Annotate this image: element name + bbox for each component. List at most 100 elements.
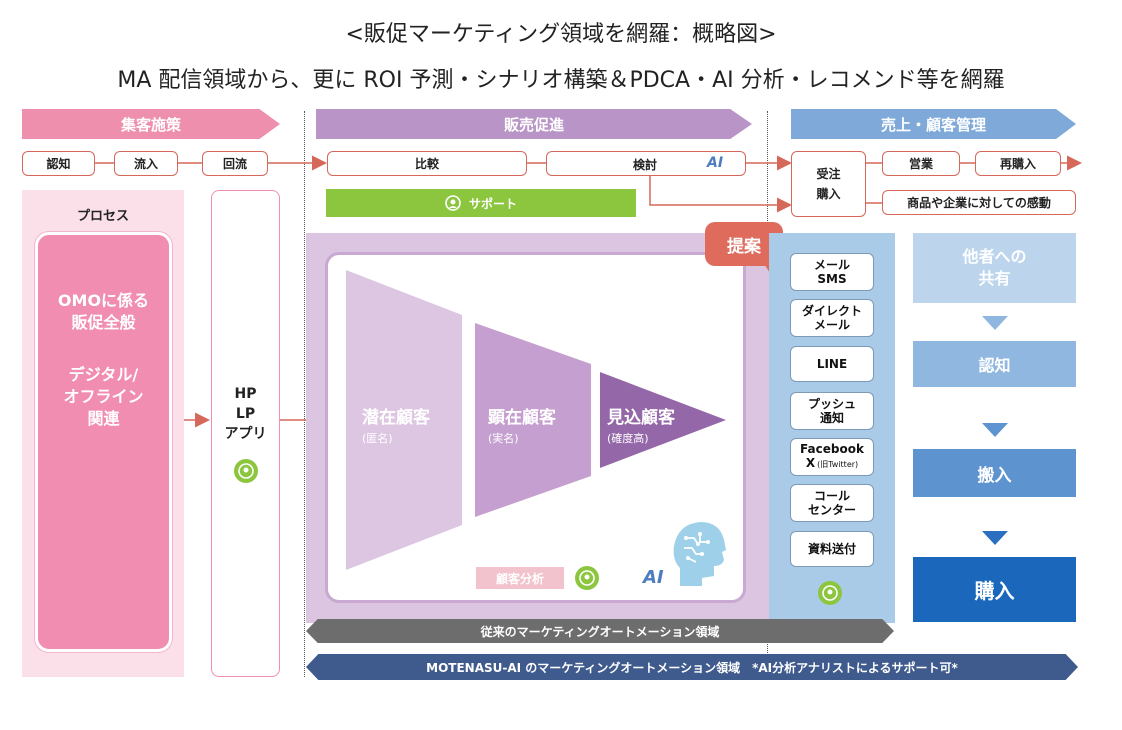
phase-acquisition-banner: 集客施策 — [22, 109, 280, 139]
web-column: HP LP アプリ — [211, 190, 280, 677]
share-inflow-label: 搬入 — [977, 465, 1012, 486]
flow-inflow-label: 流入 — [133, 157, 158, 171]
web-support-icon — [233, 458, 258, 483]
funnel-stage-prospect-text: 見込顧客 (確度高) — [607, 403, 675, 446]
share-awareness-box: 認知 — [913, 341, 1076, 387]
separator-line-left — [304, 111, 305, 677]
flow-circulation: 回流 — [202, 151, 268, 176]
flow-order-line2: 購入 — [816, 187, 841, 201]
channel-item: プッシュ通知 — [790, 392, 874, 430]
channel-item-line1: LINE — [816, 357, 848, 371]
channel-item: LINE — [790, 346, 874, 382]
channel-item-line2: センター — [808, 503, 856, 517]
share-line2: 共有 — [978, 269, 1011, 288]
process-omo-line1: OMOに係る — [57, 291, 150, 310]
traditional-ma-bar: 従来のマーケティングオートメーション領域 — [306, 619, 894, 643]
process-digital-line2: オフライン — [63, 387, 144, 406]
channel-item: コールセンター — [790, 484, 874, 522]
channel-item-line1: メール — [813, 258, 850, 272]
channel-item: ダイレクトメール — [790, 299, 874, 337]
flow-repurchase: 再購入 — [975, 151, 1061, 176]
channel-item-line2-note: (旧Twitter) — [817, 460, 859, 469]
arrow-consider-order-lower — [649, 176, 792, 213]
flow-sales: 営業 — [882, 151, 960, 176]
phase-sales-label: 売上・顧客管理 — [880, 115, 986, 134]
flow-compare: 比較 — [327, 151, 527, 176]
funnel-stage-explicit-text: 顕在顧客 (実名) — [488, 403, 556, 446]
funnel-stage-latent — [346, 270, 462, 570]
funnel-stage-prospect-name: 見込顧客 — [607, 408, 675, 428]
funnel-stage-latent-name: 潜在顧客 — [362, 408, 430, 428]
channel-item-line2: 通知 — [820, 411, 844, 425]
share-arrow-3 — [982, 531, 1008, 545]
share-purchase-box: 購入 — [913, 557, 1076, 622]
flow-compare-label: 比較 — [414, 157, 439, 171]
share-awareness-label: 認知 — [978, 356, 1011, 375]
customer-analysis-tag: 顧客分析 — [476, 567, 564, 589]
proposal-label: 提案 — [727, 236, 761, 257]
phase-promotion-banner: 販売促進 — [316, 109, 752, 139]
flow-consider-label: 検討 — [633, 158, 658, 172]
flow-awareness: 認知 — [22, 151, 95, 176]
share-line1: 他者への — [962, 247, 1027, 266]
flow-sales-label: 営業 — [908, 157, 933, 171]
share-box: 他者への 共有 — [913, 233, 1076, 303]
customer-analysis-label: 顧客分析 — [495, 571, 544, 586]
motenasu-ma-label: MOTENASU-AI のマーケティングオートメーション領域 *AI分析アナリス… — [426, 660, 958, 675]
channel-item-line1: Facebook — [800, 442, 864, 456]
funnel-stage-prospect — [600, 372, 726, 468]
channel-item-line1: コール — [813, 489, 850, 503]
share-arrow-1 — [982, 316, 1008, 330]
channel-item-line2: SMS — [817, 272, 846, 286]
process-omo-line2: 販促全般 — [71, 313, 136, 332]
process-digital-line1: デジタル/ — [68, 365, 139, 384]
funnel-ai-label: AI — [643, 567, 664, 588]
funnel-stage-latent-text: 潜在顧客 (匿名) — [362, 403, 430, 446]
phase-sales-banner: 売上・顧客管理 — [791, 109, 1076, 139]
funnel-stage-prospect-sub: (確度高) — [607, 432, 649, 445]
funnel-stage-explicit-sub: (実名) — [488, 432, 519, 445]
channel-item-line2-main: 通知 — [819, 411, 844, 425]
flow-emotion-label: 商品や企業に対しての感動 — [907, 196, 1051, 210]
share-arrow-2 — [982, 423, 1008, 437]
flow-inflow: 流入 — [114, 151, 178, 176]
share-purchase-label: 購入 — [974, 579, 1015, 603]
channel-item-line2-main: X — [805, 456, 816, 470]
web-hp-label: HP — [234, 385, 257, 402]
flow-order-line1: 受注 — [816, 167, 841, 181]
flow-awareness-label: 認知 — [46, 157, 71, 171]
diagram-subtitle: MA 配信領域から、更に ROI 予測・シナリオ構築＆PDCA・AI 分析・レコ… — [117, 68, 1005, 93]
process-header: プロセス — [76, 209, 129, 224]
support-icon — [445, 195, 461, 211]
web-app-label: アプリ — [224, 425, 267, 442]
web-lp-label: LP — [235, 405, 256, 422]
channel-item-line1: プッシュ — [807, 397, 856, 411]
channel-item: 資料送付 — [790, 531, 874, 567]
process-card: OMOに係る 販促全般 デジタル/ オフライン 関連 — [35, 232, 172, 652]
diagram-title: <販促マーケティング領域を網羅：概略図> — [345, 22, 777, 47]
channel-item-line2: メール — [814, 318, 850, 332]
analysis-support-icon — [575, 566, 599, 590]
channel-item-line2: X(旧Twitter) — [806, 456, 858, 472]
phase-promotion-label: 販売促進 — [503, 115, 564, 134]
flow-order: 受注 購入 — [791, 151, 866, 217]
funnel-stage-explicit-name: 顕在顧客 — [488, 408, 556, 428]
channel-item-line1: 資料送付 — [807, 542, 856, 556]
phase-acquisition-label: 集客施策 — [120, 115, 181, 134]
channel-item-line2-main: SMS — [817, 272, 847, 286]
share-inflow-box: 搬入 — [913, 449, 1076, 497]
flow-repurchase-label: 再購入 — [999, 157, 1036, 171]
flow-circulation-label: 回流 — [222, 157, 247, 171]
ai-head-icon — [673, 522, 726, 586]
process-digital-line3: 関連 — [87, 409, 120, 428]
funnel-stage-latent-sub: (匿名) — [362, 432, 393, 445]
channels-support-icon — [818, 581, 842, 605]
support-label: サポート — [468, 196, 517, 211]
channel-item-line2-main: メール — [813, 318, 850, 332]
motenasu-ma-bar: MOTENASU-AI のマーケティングオートメーション領域 *AI分析アナリス… — [306, 654, 1078, 680]
flow-consider: 検討 AI — [546, 151, 746, 176]
traditional-ma-label: 従来のマーケティングオートメーション領域 — [480, 624, 720, 639]
